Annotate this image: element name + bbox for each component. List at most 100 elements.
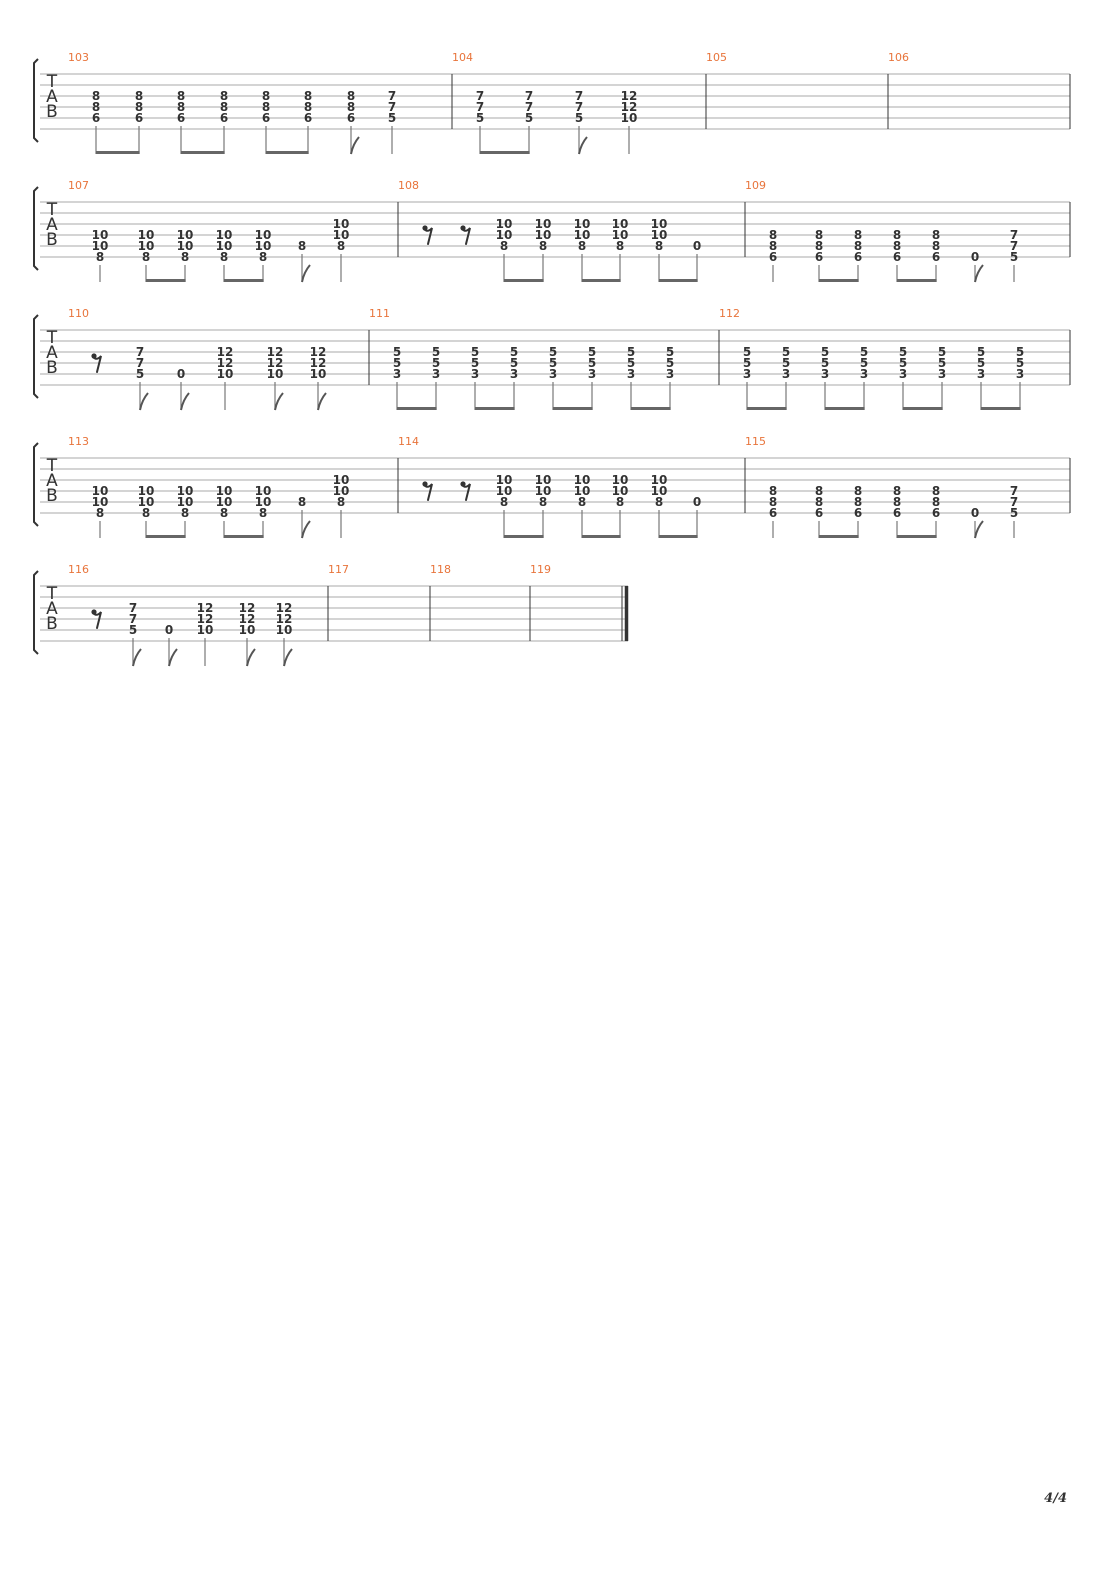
fret-number: 10 xyxy=(239,623,256,637)
fret-number: 10 xyxy=(177,484,194,498)
fret-number: 0 xyxy=(971,250,979,264)
fret-number: 8 xyxy=(815,239,823,253)
fret-number: 8 xyxy=(893,484,901,498)
fret-number: 8 xyxy=(815,495,823,509)
fret-number: 5 xyxy=(1016,345,1024,359)
fret-number: 5 xyxy=(860,356,868,370)
tab-clef-letter: B xyxy=(46,230,58,250)
fret-number: 10 xyxy=(138,484,155,498)
note-beam xyxy=(146,535,186,538)
note-beam xyxy=(266,151,309,154)
fret-number: 8 xyxy=(539,495,547,509)
tab-system: TAB1038868868868868868868867751047757757… xyxy=(33,51,1071,155)
fret-number: 8 xyxy=(616,239,624,253)
fret-number: 10 xyxy=(216,228,233,242)
fret-number: 10 xyxy=(255,484,272,498)
fret-number: 10 xyxy=(651,217,668,231)
note-flag xyxy=(317,392,327,411)
fret-number: 3 xyxy=(627,367,635,381)
fret-number: 5 xyxy=(627,345,635,359)
fret-number: 8 xyxy=(220,89,228,103)
note-beam xyxy=(475,407,515,410)
fret-number: 0 xyxy=(177,367,185,381)
fret-number: 8 xyxy=(92,89,100,103)
fret-number: 6 xyxy=(177,111,185,125)
eighth-rest-dot xyxy=(422,481,428,487)
fret-number: 12 xyxy=(239,601,256,615)
fret-number: 8 xyxy=(769,495,777,509)
measure-number: 112 xyxy=(719,307,740,320)
fret-number: 7 xyxy=(136,345,144,359)
fret-number: 10 xyxy=(92,228,109,242)
fret-number: 10 xyxy=(255,495,272,509)
system-bracket xyxy=(33,186,39,271)
fret-number: 7 xyxy=(388,89,396,103)
note-beam xyxy=(897,535,937,538)
fret-number: 10 xyxy=(216,495,233,509)
note-beam xyxy=(631,407,671,410)
fret-number: 5 xyxy=(588,356,596,370)
fret-number: 8 xyxy=(500,495,508,509)
fret-number: 8 xyxy=(500,239,508,253)
fret-number: 8 xyxy=(96,250,104,264)
fret-number: 8 xyxy=(932,484,940,498)
tab-clef-letter: B xyxy=(46,486,58,506)
fret-number: 5 xyxy=(666,356,674,370)
fret-number: 10 xyxy=(496,484,513,498)
fret-number: 10 xyxy=(621,111,638,125)
fret-number: 7 xyxy=(129,601,137,615)
fret-number: 12 xyxy=(621,100,638,114)
note-beam xyxy=(981,407,1021,410)
measure-number: 104 xyxy=(452,51,473,64)
fret-number: 7 xyxy=(129,612,137,626)
fret-number: 10 xyxy=(197,623,214,637)
measure-number: 119 xyxy=(530,563,551,576)
fret-number: 3 xyxy=(821,367,829,381)
note-beam xyxy=(582,535,621,538)
measure-number: 114 xyxy=(398,435,419,448)
note-beam xyxy=(224,535,264,538)
fret-number: 8 xyxy=(932,495,940,509)
fret-number: 8 xyxy=(181,506,189,520)
note-flag xyxy=(301,264,311,283)
measure-number: 107 xyxy=(68,179,89,192)
fret-number: 8 xyxy=(655,239,663,253)
fret-number: 5 xyxy=(471,356,479,370)
system-bracket xyxy=(33,314,39,399)
fret-number: 8 xyxy=(142,250,150,264)
fret-number: 3 xyxy=(666,367,674,381)
fret-number: 5 xyxy=(899,356,907,370)
fret-number: 8 xyxy=(177,89,185,103)
fret-number: 10 xyxy=(496,473,513,487)
fret-number: 5 xyxy=(432,356,440,370)
fret-number: 12 xyxy=(217,356,234,370)
fret-number: 8 xyxy=(893,228,901,242)
fret-number: 5 xyxy=(977,356,985,370)
fret-number: 6 xyxy=(893,250,901,264)
fret-number: 8 xyxy=(854,495,862,509)
fret-number: 8 xyxy=(298,239,306,253)
fret-number: 5 xyxy=(821,356,829,370)
eighth-rest-dot xyxy=(460,225,466,231)
tab-clef-letter: T xyxy=(46,456,58,476)
fret-number: 10 xyxy=(177,239,194,253)
fret-number: 8 xyxy=(262,100,270,114)
fret-number: 5 xyxy=(1010,506,1018,520)
fret-number: 6 xyxy=(854,250,862,264)
fret-number: 3 xyxy=(432,367,440,381)
note-flag xyxy=(180,392,190,411)
eighth-rest-dot xyxy=(422,225,428,231)
note-beam xyxy=(903,407,943,410)
note-flag xyxy=(974,264,984,283)
fret-number: 5 xyxy=(821,345,829,359)
fret-number: 10 xyxy=(333,484,350,498)
fret-number: 5 xyxy=(743,345,751,359)
fret-number: 3 xyxy=(977,367,985,381)
fret-number: 6 xyxy=(304,111,312,125)
note-flag xyxy=(974,520,984,539)
fret-number: 8 xyxy=(304,100,312,114)
fret-number: 8 xyxy=(769,228,777,242)
note-beam xyxy=(659,279,698,282)
measure-number: 116 xyxy=(68,563,89,576)
